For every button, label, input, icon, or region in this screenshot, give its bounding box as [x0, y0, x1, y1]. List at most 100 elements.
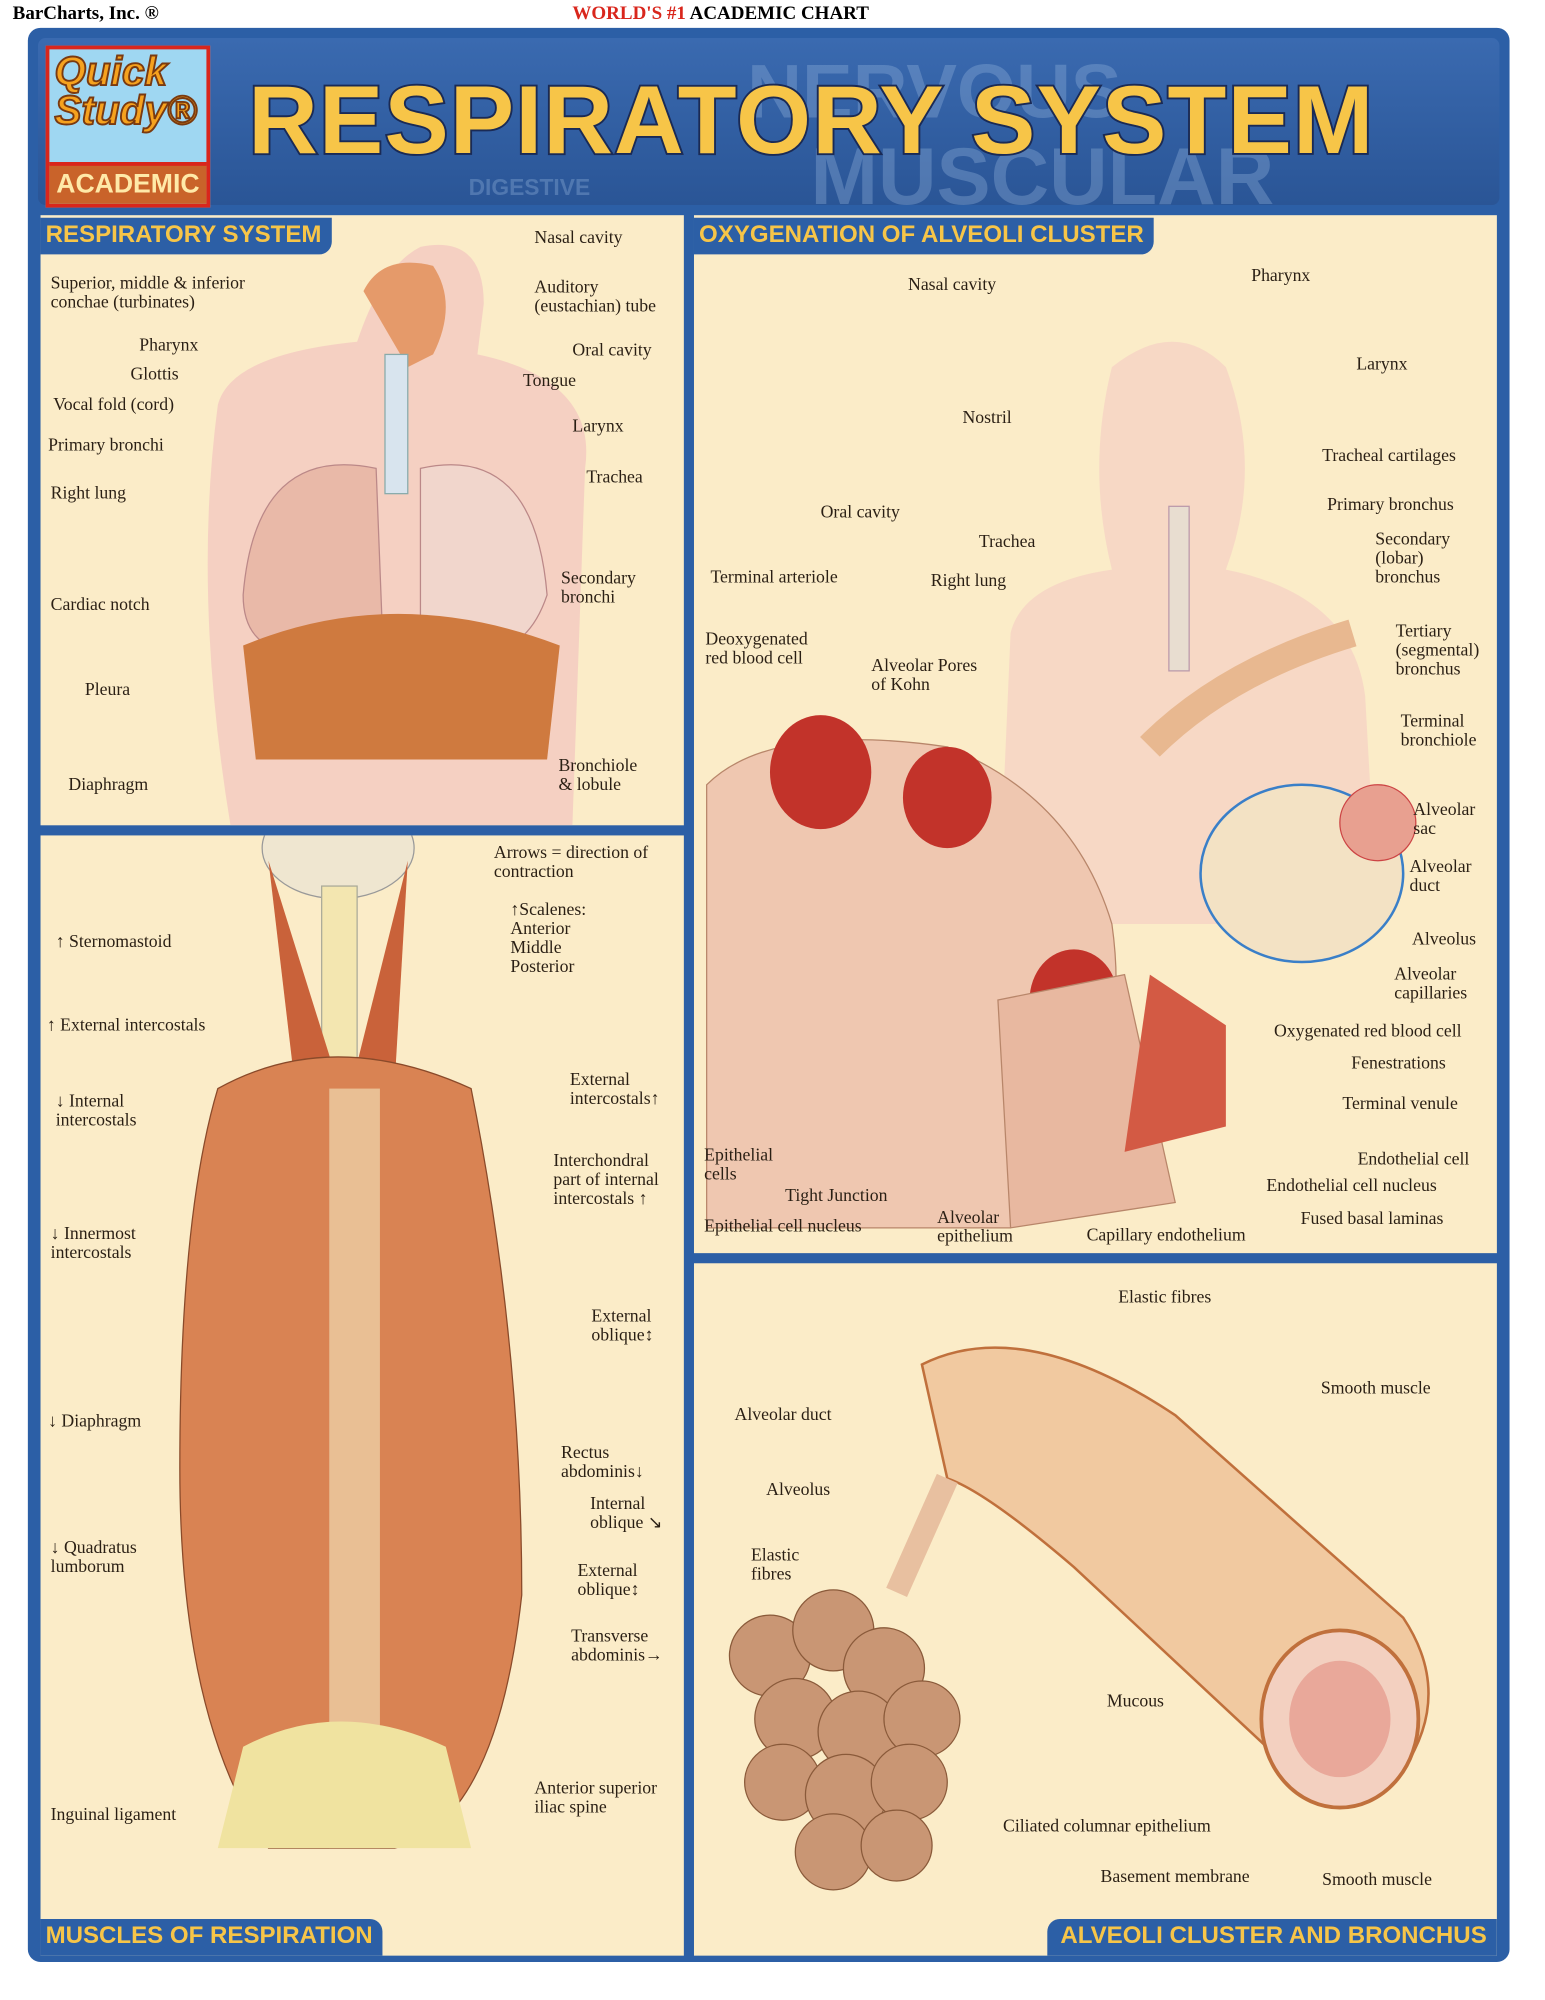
section-title: ALVEOLI CLUSTER AND BRONCHUS [1047, 1918, 1497, 1956]
label: Fenestrations [1351, 1054, 1446, 1074]
label: Superior, middle & inferior conchae (tur… [50, 274, 245, 313]
label: Bronchiole & lobule [558, 756, 638, 795]
label: Deoxygenated red blood cell [705, 630, 808, 669]
respiratory-illustration [207, 244, 587, 826]
label: External oblique↕ [577, 1561, 640, 1600]
label: Anterior superior iliac spine [534, 1779, 658, 1818]
panel-respiratory-system: RESPIRATORY SYSTEM Nasal cavity Superior… [40, 215, 684, 826]
label: Terminal arteriole [710, 568, 838, 588]
label: Alveolar duct [734, 1406, 832, 1426]
section-title: MUSCLES OF RESPIRATION [40, 1918, 383, 1956]
label: Alveolar Pores of Kohn [871, 656, 978, 695]
label: Fused basal laminas [1300, 1210, 1444, 1230]
alveoli-oxygenation-illustration [706, 341, 1417, 1229]
label: Larynx [1356, 355, 1408, 375]
label: Transverse abdominis→ [571, 1627, 663, 1666]
muscles-illustration [179, 835, 523, 1849]
page-title: RESPIRATORY SYSTEM [246, 67, 1375, 175]
label: Elastic fibres [750, 1546, 800, 1585]
label: Terminal bronchiole [1400, 712, 1477, 751]
label: Interchondral part of internal intercost… [553, 1151, 659, 1209]
label: Secondary bronchi [561, 569, 636, 608]
label: Smooth muscle [1322, 1870, 1432, 1890]
label: ↓ Innermost intercostals [50, 1225, 136, 1264]
logo-line1: Quick [54, 48, 169, 94]
label: Alveolus [1412, 930, 1477, 950]
label: Alveolar sac [1413, 801, 1476, 840]
label: Oral cavity [820, 503, 900, 523]
label: Glottis [130, 365, 179, 385]
label: Alveolar capillaries [1394, 965, 1468, 1004]
label: Diaphragm [68, 775, 149, 795]
label: ↑ External intercostals [46, 1016, 206, 1036]
label: Rectus abdominis↓ [561, 1444, 644, 1483]
label: Alveolus [766, 1480, 831, 1500]
label: Right lung [50, 484, 127, 504]
label: Pharynx [139, 336, 199, 356]
label: Endothelial cell [1357, 1150, 1470, 1170]
label: Mucous [1106, 1692, 1164, 1712]
label: Tracheal cartilages [1322, 446, 1456, 466]
panel-muscles: Arrows = direction of contraction ↑ Ster… [40, 835, 684, 1956]
label: Auditory (eustachian) tube [534, 278, 657, 317]
title-banner: NERVOUS MUSCULAR DIGESTIVE [37, 37, 1500, 206]
label: External oblique↕ [591, 1307, 654, 1346]
label: Right lung [930, 572, 1007, 592]
label: Nasal cavity [534, 229, 623, 249]
label: Trachea [978, 532, 1036, 552]
label: Basement membrane [1100, 1868, 1250, 1888]
label: Tongue [523, 372, 576, 392]
label: Epithelial cell nucleus [704, 1217, 862, 1237]
label: ↓ Quadratus lumborum [50, 1539, 137, 1578]
label: Smooth muscle [1320, 1379, 1431, 1399]
label: Tight Junction [785, 1187, 888, 1207]
label: Trachea [586, 468, 643, 488]
label: Pleura [84, 681, 131, 700]
label: Oral cavity [572, 341, 652, 361]
label: Arrows = direction of contraction [493, 844, 649, 883]
tagline: WORLD'S #1 ACADEMIC CHART [572, 4, 868, 26]
label: ↑ Sternomastoid [55, 932, 172, 952]
bronchus-illustration [728, 1346, 1430, 1891]
label: Oxygenated red blood cell [1273, 1022, 1462, 1042]
label: Vocal fold (cord) [53, 396, 174, 416]
label: Larynx [572, 417, 624, 437]
label: Primary bronchi [48, 436, 164, 456]
label: Alveolar duct [1409, 858, 1472, 897]
label: Capillary endothelium [1086, 1226, 1246, 1246]
section-title: RESPIRATORY SYSTEM [40, 217, 332, 255]
label: External intercostals↑ [569, 1070, 660, 1109]
section-title: OXYGENATION OF ALVEOLI CLUSTER [693, 217, 1154, 255]
label: Elastic fibres [1118, 1288, 1212, 1308]
label: Ciliated columnar epithelium [1002, 1817, 1211, 1837]
label: Internal oblique ↘ [590, 1494, 663, 1533]
label: Secondary (lobar) bronchus [1375, 530, 1451, 588]
label: Alveolar epithelium [937, 1208, 1013, 1247]
tagline-red: WORLD'S #1 [572, 3, 686, 25]
panel-alveoli-bronchus: Elastic fibres Smooth muscle Alveolar du… [693, 1263, 1497, 1956]
label: Tertiary (segmental) bronchus [1395, 622, 1480, 680]
label: Nasal cavity [908, 275, 997, 295]
watermark: MUSCULAR [810, 130, 1275, 206]
label: Nostril [962, 408, 1012, 428]
label: Inguinal ligament [50, 1806, 177, 1826]
label: ↑Scalenes: Anterior Middle Posterior [510, 901, 587, 978]
label: Cardiac notch [50, 596, 150, 616]
logo-line2: Study® [54, 87, 198, 133]
label: Pharynx [1251, 267, 1311, 287]
label: ↓ Internal intercostals [55, 1092, 137, 1131]
watermark: DIGESTIVE [468, 174, 591, 200]
label: Endothelial cell nucleus [1266, 1177, 1437, 1197]
panel-oxygenation: OXYGENATION OF ALVEOLI CLUSTER Nasal cav… [693, 215, 1497, 1254]
watermark: NERVOUS [747, 49, 1122, 135]
label: ↓ Diaphragm [48, 1412, 142, 1432]
tagline-black: ACADEMIC CHART [689, 3, 869, 25]
label: Terminal venule [1342, 1094, 1458, 1114]
logo-badge: ACADEMIC [49, 162, 207, 204]
publisher: BarCharts, Inc. ® [12, 3, 159, 25]
label: Epithelial cells [704, 1146, 774, 1185]
label: Primary bronchus [1327, 496, 1454, 516]
